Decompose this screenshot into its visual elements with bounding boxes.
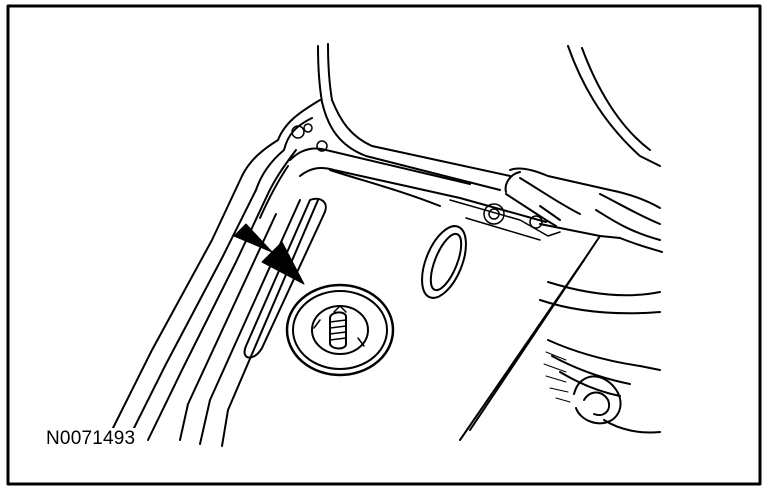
pointer-arrow (233, 223, 305, 285)
shading-lines (543, 351, 571, 403)
hand (504, 45, 661, 241)
fingers (547, 339, 661, 434)
figure-border (6, 4, 762, 486)
bolt-with-washer (285, 283, 395, 377)
figure-id-label: N0071493 (44, 428, 138, 450)
drain-fitting (449, 199, 561, 241)
flange-bolts (291, 123, 328, 152)
oval-recess (421, 225, 467, 299)
tube (317, 43, 373, 157)
